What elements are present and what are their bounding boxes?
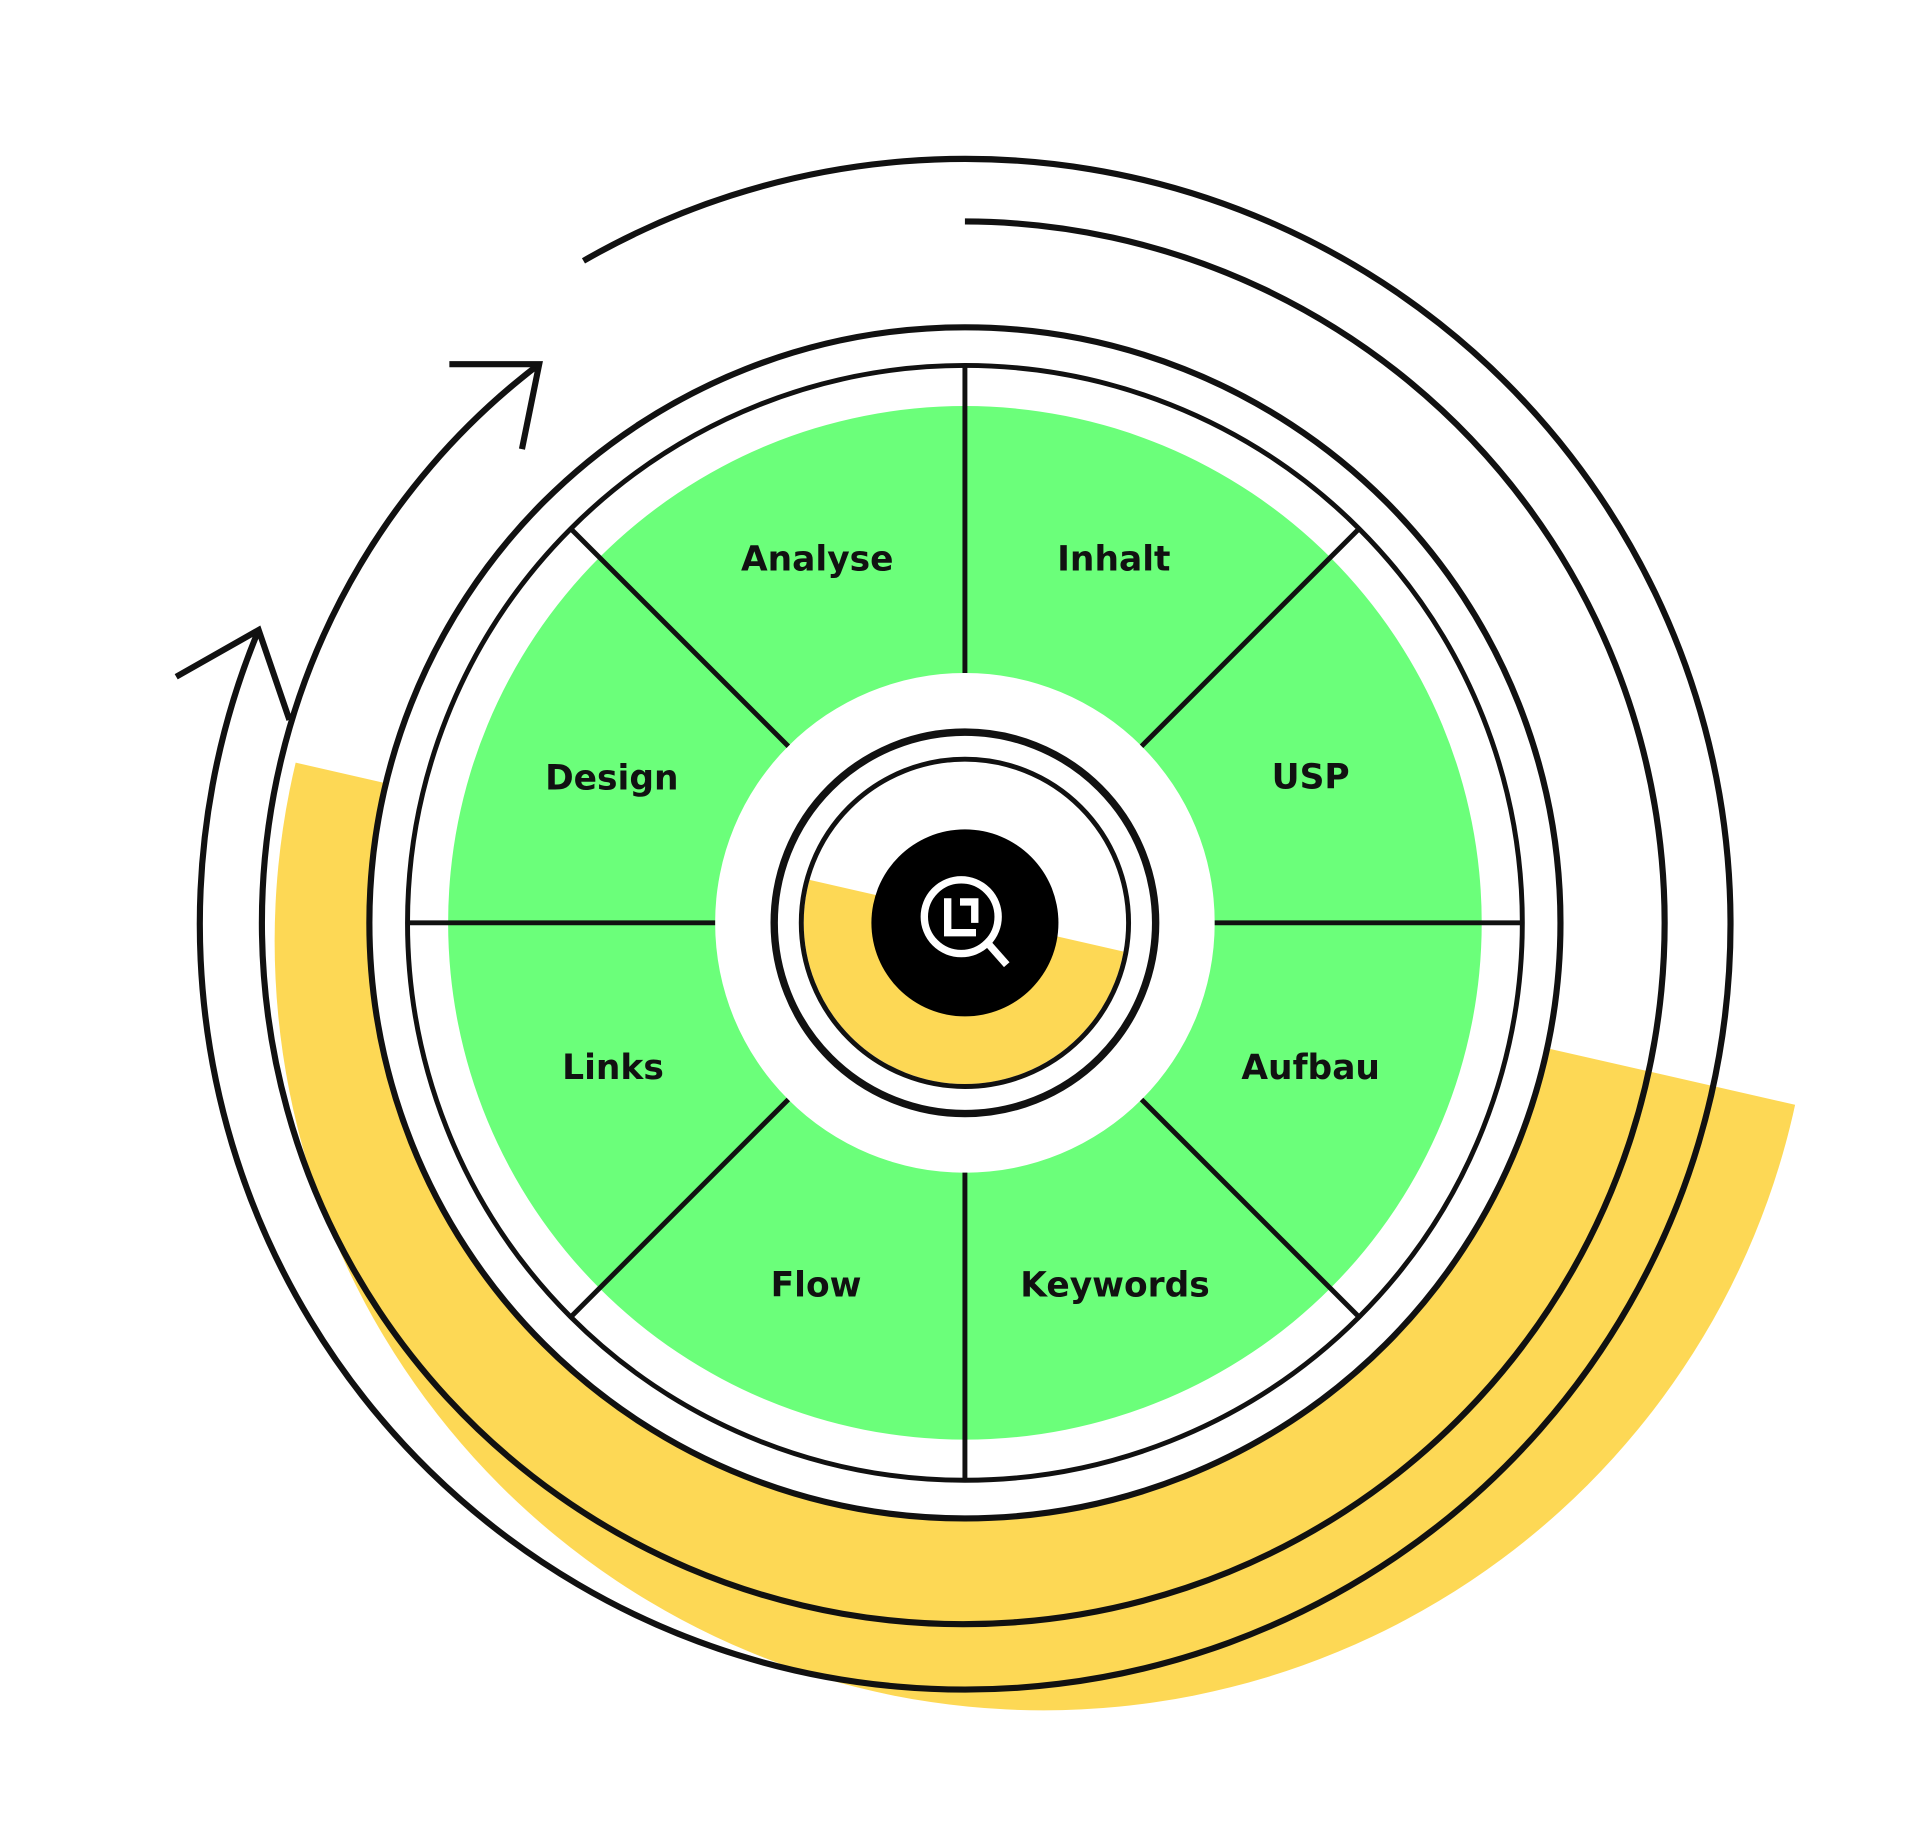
magnifier-l1-logo-icon[interactable] bbox=[871, 829, 1059, 1017]
segment-label-links[interactable]: Links bbox=[562, 1048, 664, 1088]
segment-label-design[interactable]: Design bbox=[545, 759, 678, 799]
segment-label-inhalt[interactable]: Inhalt bbox=[1057, 540, 1170, 580]
segment-label-flow[interactable]: Flow bbox=[771, 1266, 862, 1306]
center-outer-ring bbox=[770, 728, 1160, 1118]
segment-label-analyse[interactable]: Analyse bbox=[741, 540, 894, 580]
segment-label-usp[interactable]: USP bbox=[1272, 757, 1350, 797]
center-inner-ring bbox=[798, 756, 1132, 1089]
segment-label-keywords[interactable]: Keywords bbox=[1020, 1266, 1210, 1306]
arrow-clockwise-inner-icon bbox=[258, 218, 1668, 1628]
arrow-clockwise-outer-icon bbox=[174, 155, 1734, 1693]
segment-label-aufbau[interactable]: Aufbau bbox=[1241, 1048, 1380, 1088]
segment-divider bbox=[1139, 526, 1361, 748]
segment-divider bbox=[569, 1097, 791, 1319]
outer-ring bbox=[366, 324, 1564, 1522]
segment-divider bbox=[1139, 1097, 1361, 1319]
segment-divider bbox=[569, 526, 791, 748]
segment-dividers bbox=[407, 365, 1523, 1481]
